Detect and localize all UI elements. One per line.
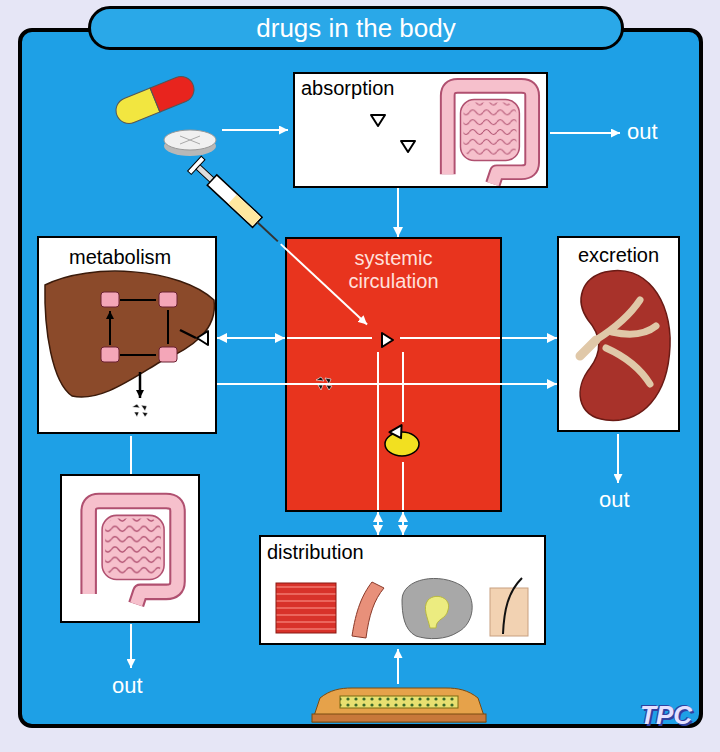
enzyme-cycle: [159, 347, 177, 362]
out-label: out: [627, 119, 658, 145]
syringe: [257, 222, 277, 241]
kidney: [580, 270, 670, 420]
blood-vessel: [352, 582, 384, 638]
drug-particle: [371, 115, 385, 126]
flow-arrow: [502, 337, 557, 339]
out-arrow: [617, 434, 619, 483]
node-title: absorption: [301, 77, 394, 100]
syringe: [188, 156, 374, 332]
syringe: [207, 175, 262, 228]
patch-arrow: [397, 649, 399, 684]
transdermal-patch: [312, 688, 486, 722]
circulation-paths: [400, 337, 500, 339]
enzyme-cycle: [101, 292, 119, 307]
flow-arrow: [217, 337, 285, 339]
skin: [503, 578, 522, 634]
protein-bound-drug: [385, 425, 419, 456]
syringe: [228, 195, 260, 226]
ureter: [580, 340, 596, 356]
liver: [45, 271, 214, 397]
flow-arrow: [217, 383, 557, 385]
transdermal-patch: [340, 696, 458, 708]
intestine: [89, 501, 178, 604]
node-title: excretion: [565, 244, 672, 267]
metabolite: [132, 404, 148, 417]
circulation-box: systemic circulation: [285, 237, 502, 512]
brain: [425, 596, 448, 628]
enzyme-cycle: [159, 292, 177, 307]
brain: [402, 578, 472, 638]
protein-bound-drug: [389, 425, 407, 442]
brain: [402, 578, 472, 638]
uptake-arrow: [180, 330, 196, 338]
metabolite-arrow: [139, 372, 142, 398]
out-arrow: [550, 132, 620, 134]
tablet: [164, 130, 216, 156]
title-banner: drugs in the body: [88, 6, 624, 50]
node-title: systemic circulation: [319, 247, 469, 293]
node-title: metabolism: [69, 246, 171, 269]
renal-pelvis: [596, 300, 656, 384]
enzyme-cycle: [101, 347, 119, 362]
tablet: [180, 136, 200, 144]
circulation-paths: [287, 338, 500, 510]
circulation-paths: [377, 352, 379, 510]
circulation-paths: [402, 352, 404, 422]
capsule: [112, 73, 198, 128]
transdermal-patch: [312, 688, 486, 722]
bile-line: [130, 436, 132, 475]
flow-arrow: [402, 512, 404, 535]
out-label: out: [112, 673, 143, 699]
drug-particle: [401, 141, 415, 152]
out-arrow: [130, 624, 132, 668]
muscle: [276, 583, 336, 633]
syringe: [281, 244, 367, 324]
circulation-paths: [402, 462, 404, 510]
drug-particle: [197, 331, 208, 345]
intestine: [448, 86, 532, 184]
circulation-paths: [287, 337, 372, 339]
flow-arrow: [377, 512, 379, 535]
enzyme-cycle: [110, 300, 168, 355]
skin: [490, 578, 528, 636]
intake-arrow: [222, 129, 288, 131]
drug-particle: [382, 333, 393, 347]
logo-watermark: TPC: [640, 700, 692, 731]
out-label: out: [599, 487, 630, 513]
flow-arrow: [397, 188, 399, 237]
capsule: [150, 73, 198, 112]
gut-box: [61, 475, 199, 622]
node-title: distribution: [267, 541, 364, 564]
transdermal-patch: [312, 714, 486, 722]
skin: [490, 588, 528, 636]
tablet: [164, 130, 216, 150]
enzyme-cycle: [101, 292, 177, 362]
